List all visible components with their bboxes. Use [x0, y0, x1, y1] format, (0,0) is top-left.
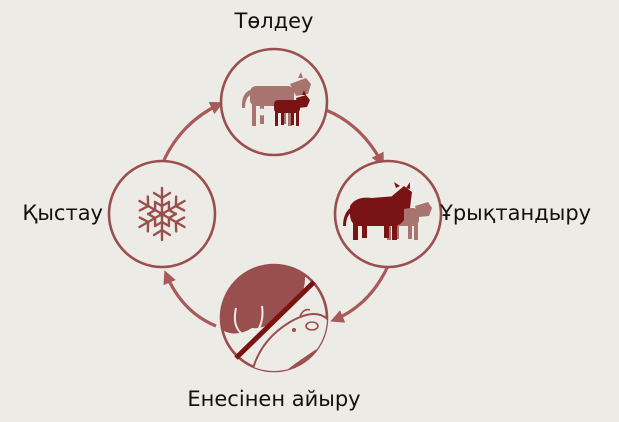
stage-top-node — [219, 47, 329, 157]
stage-left-node — [107, 159, 217, 269]
stage-label-wintering: Қыстау — [22, 201, 103, 225]
arrow-top-to-right — [325, 108, 384, 167]
stage-label-calving: Төлдеу — [234, 9, 314, 33]
snowflake-icon — [134, 186, 190, 242]
prohibition-slash — [234, 280, 316, 360]
cow-and-calf-icon — [241, 72, 311, 126]
arrow-right-to-bottom — [330, 265, 390, 323]
arrow-bottom-to-left — [163, 270, 217, 328]
arrow-left-to-top — [162, 101, 224, 161]
stage-label-weaning: Енесінен айыру — [187, 387, 361, 411]
stage-label-insemination: Ұрықтандыру — [440, 201, 592, 225]
bull-and-cow-icon — [343, 182, 432, 240]
cycle-arrows — [162, 101, 390, 328]
no-suckling-icon — [221, 266, 327, 371]
stage-bottom-node — [219, 263, 329, 373]
stage-right-node — [333, 159, 443, 269]
